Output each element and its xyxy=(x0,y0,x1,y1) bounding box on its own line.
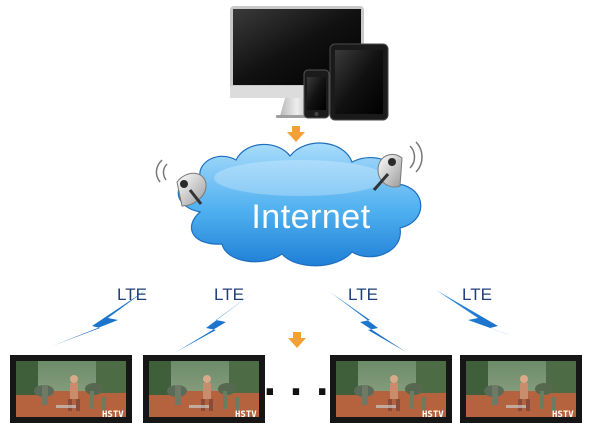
screen-watermark: HSTV xyxy=(552,410,574,420)
internet-cloud: Internet xyxy=(177,142,422,267)
lte-link-4: LTE xyxy=(436,285,540,346)
lte-link-2: LTE xyxy=(176,285,254,352)
lte-link-1: LTE xyxy=(52,285,147,346)
lte-label: LTE xyxy=(214,285,244,304)
arrow-down-icon xyxy=(288,332,306,348)
lte-label: LTE xyxy=(462,285,492,304)
arrow-down-icon xyxy=(287,126,305,142)
more-screens-ellipsis: · · · xyxy=(263,372,329,413)
lte-label: LTE xyxy=(348,285,378,304)
screen-watermark: HSTV xyxy=(235,410,257,420)
lte-link-3: LTE xyxy=(330,285,406,352)
screen-watermark: HSTV xyxy=(422,410,444,420)
satellite-dish-icon xyxy=(155,159,207,207)
screen-3: HSTV xyxy=(330,355,452,423)
screen-1: HSTV xyxy=(10,355,132,423)
desktop-tablet-phone-icon xyxy=(230,6,389,121)
lte-label: LTE xyxy=(117,285,147,304)
screen-2: HSTV xyxy=(143,355,265,423)
screen-4: HSTV xyxy=(460,355,582,423)
lightning-bolt-icon xyxy=(330,292,406,352)
lightning-bolt-icon xyxy=(176,292,254,352)
satellite-dish-icon xyxy=(372,141,423,191)
internet-label: Internet xyxy=(251,198,370,236)
screen-watermark: HSTV xyxy=(102,410,124,420)
